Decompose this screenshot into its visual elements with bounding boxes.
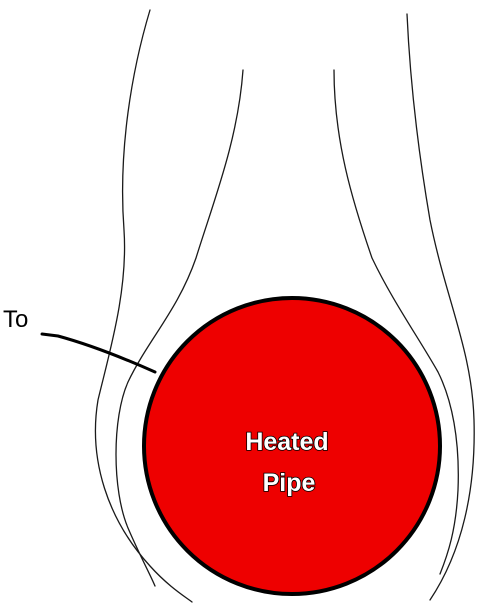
pipe-label-heated: Heated [245,428,328,456]
ambient-temperature-label: To [3,306,28,333]
leader-line [42,334,155,372]
pipe-label-pipe: Pipe [263,469,316,497]
